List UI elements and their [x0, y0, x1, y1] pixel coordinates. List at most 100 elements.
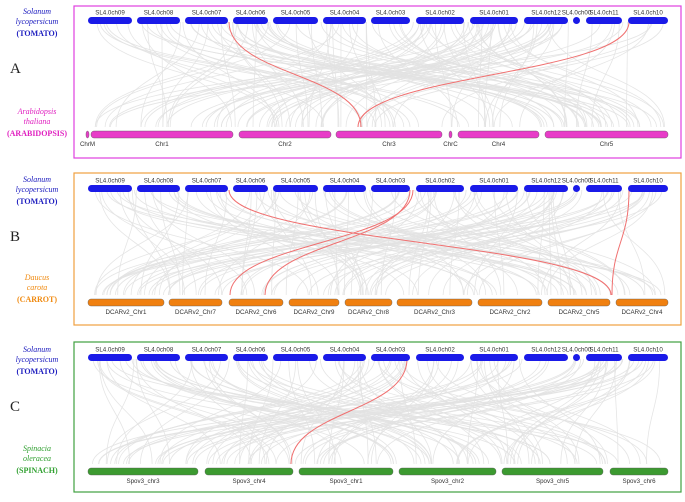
synteny-link: [326, 21, 340, 128]
synteny-link: [491, 21, 538, 128]
synteny-link: [262, 358, 606, 465]
synteny-link: [443, 21, 494, 128]
panel-frames: [73, 5, 682, 493]
top-species-label: lycopersicum: [16, 17, 59, 26]
synteny-link: [602, 189, 666, 296]
highlight-link: [264, 189, 411, 296]
synteny-link: [412, 189, 565, 296]
synteny-link: [331, 189, 596, 296]
synteny-link: [209, 189, 319, 296]
bottom-chromosome-label: DCARv2_Chr6: [236, 309, 277, 316]
synteny-link: [285, 189, 299, 296]
bottom-chromosome-label: DCARv2_Chr5: [559, 309, 600, 316]
tomato-chromosome-bar: [273, 354, 318, 361]
bottom-chromosome-label: DCARv2_Chr1: [106, 309, 147, 316]
synteny-link: [442, 189, 603, 296]
tomato-chromosome-bar: [524, 17, 568, 24]
synteny-link: [394, 358, 603, 465]
tomato-chromosome-bar: [185, 185, 228, 192]
bottom-chromosome-bar: [168, 298, 223, 307]
tomato-chromosome-bar: [88, 185, 132, 192]
synteny-link: [110, 189, 478, 296]
synteny-link: [483, 21, 492, 128]
synteny-link: [144, 189, 265, 296]
synteny-link: [270, 189, 312, 296]
synteny-link: [111, 358, 619, 465]
synteny-link: [144, 189, 197, 296]
synteny-link: [309, 358, 468, 465]
tomato-chromosome-bar: [524, 185, 568, 192]
tomato-chromosome-label: SL4.0ch05: [281, 178, 311, 185]
synteny-link: [626, 21, 628, 128]
bottom-chromosome-label: DCARv2_Chr9: [294, 309, 335, 316]
synteny-link: [493, 358, 641, 465]
synteny-link: [425, 21, 652, 128]
synteny-link: [304, 189, 362, 296]
synteny-link: [140, 21, 181, 128]
bottom-chromosome-label: Chr1: [155, 141, 169, 148]
synteny-link: [137, 189, 472, 296]
synteny-link: [99, 358, 153, 465]
bottom-chromosome-bar: [344, 298, 393, 307]
synteny-link: [295, 21, 309, 128]
synteny-link: [246, 21, 601, 128]
tomato-chromosome-bar: [416, 185, 464, 192]
tomato-chromosome-label: SL4.0ch09: [95, 178, 125, 185]
tomato-chromosome-label: SL4.0ch10: [633, 10, 663, 17]
tomato-chromosome-label: SL4.0ch12: [531, 178, 561, 185]
synteny-link: [116, 358, 193, 465]
synteny-link: [302, 358, 507, 465]
synteny-link: [214, 189, 608, 296]
tomato-chromosome-bar: [371, 354, 410, 361]
bottom-chromosome-label: DCARv2_Chr7: [175, 309, 216, 316]
synteny-link: [271, 21, 624, 128]
synteny-link: [353, 189, 518, 296]
bottom-chromosome-bar: [615, 298, 669, 307]
synteny-link: [119, 358, 290, 465]
tomato-chromosome-label: SL4.0ch08: [144, 178, 174, 185]
synteny-link: [140, 358, 230, 465]
synteny-link: [435, 21, 452, 128]
synteny-link: [331, 21, 635, 128]
synteny-link: [249, 358, 408, 465]
synteny-link: [94, 189, 399, 296]
synteny-link: [205, 21, 497, 128]
top-species-label: lycopersicum: [16, 185, 59, 194]
synteny-link: [375, 189, 583, 296]
synteny-link: [106, 358, 430, 465]
tomato-chromosome-label: SL4.0ch08: [144, 347, 174, 354]
highlighted-links: [228, 21, 630, 465]
bottom-chromosome-label: DCARv2_Chr2: [490, 309, 531, 316]
synteny-link: [116, 21, 324, 128]
synteny-link: [380, 189, 396, 296]
synteny-link: [99, 21, 460, 128]
synteny-link: [329, 189, 587, 296]
tomato-chromosome-bar: [137, 185, 180, 192]
synteny-link: [182, 21, 275, 128]
synteny-link: [176, 189, 559, 296]
tomato-chromosome-label: SL4.0ch10: [633, 178, 663, 185]
tomato-chromosome-label: SL4.0ch01: [479, 10, 509, 17]
tomato-chromosome-bar: [137, 354, 180, 361]
synteny-link: [295, 21, 496, 128]
synteny-link: [257, 21, 565, 128]
bottom-chromosome-bar: [85, 130, 90, 139]
synteny-link: [574, 358, 617, 465]
synteny-link: [320, 21, 631, 128]
synteny-link: [518, 358, 601, 465]
synteny-link: [617, 189, 646, 296]
bottom-chromosome-label: DCARv2_Chr3: [414, 309, 455, 316]
tomato-chromosome-bar: [586, 17, 622, 24]
tomato-chromosome-label: SL4.0ch04: [330, 10, 360, 17]
synteny-link: [314, 189, 340, 296]
tomato-chromosome-label: SL4.0ch05: [281, 10, 311, 17]
synteny-link: [374, 189, 455, 296]
synteny-link: [115, 21, 200, 128]
bottom-chromosome-label: Spov3_chr5: [536, 478, 570, 485]
bottom-chromosome-bar: [609, 467, 669, 476]
tomato-chromosome-bar: [88, 354, 132, 361]
tomato-chromosome-bar: [524, 354, 568, 361]
tomato-chromosome-label: SL4.0ch11: [589, 347, 619, 354]
tomato-chromosome-label: SL4.0ch03: [376, 347, 406, 354]
